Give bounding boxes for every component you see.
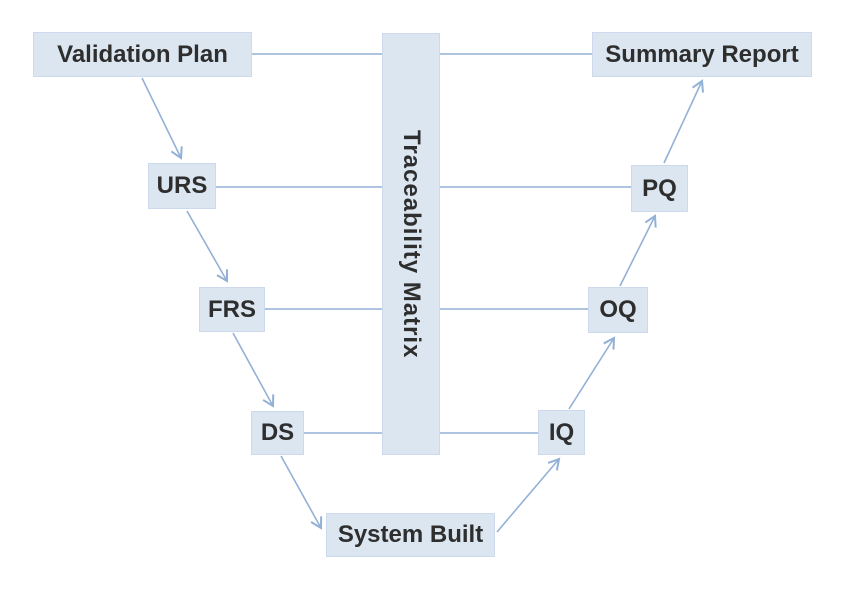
arrow-pq-summaryreport bbox=[663, 79, 704, 164]
arrow-ds-systembuilt bbox=[280, 455, 323, 530]
arrow-systembuilt-iq bbox=[496, 457, 561, 533]
arrow-validationplan-urs bbox=[141, 77, 183, 160]
node-iq: IQ bbox=[538, 410, 585, 455]
node-pq: PQ bbox=[631, 165, 688, 212]
node-summary-report: Summary Report bbox=[592, 32, 812, 77]
node-urs: URS bbox=[148, 163, 216, 209]
node-frs: FRS bbox=[199, 287, 265, 332]
arrow-frs-ds bbox=[232, 332, 275, 408]
arrow-urs-frs bbox=[186, 210, 229, 283]
traceability-matrix-bar: Traceability Matrix bbox=[382, 33, 440, 455]
node-ds: DS bbox=[251, 411, 304, 455]
arrow-oq-pq bbox=[619, 214, 657, 287]
node-oq: OQ bbox=[588, 287, 648, 333]
node-system-built: System Built bbox=[326, 513, 495, 557]
node-validation-plan: Validation Plan bbox=[33, 32, 252, 77]
arrow-iq-oq bbox=[568, 336, 616, 410]
